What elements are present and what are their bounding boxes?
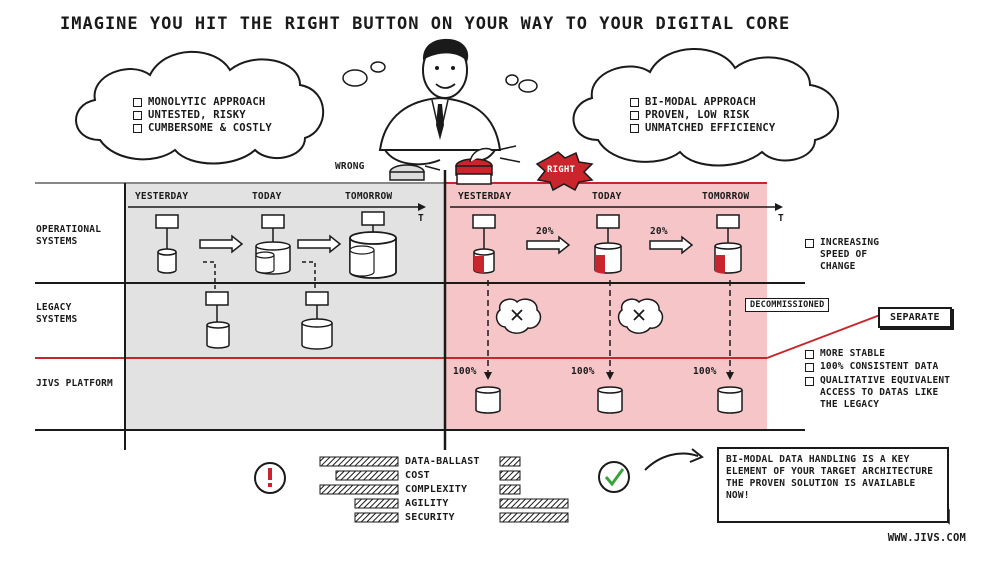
op-tomorrow-left — [349, 211, 397, 279]
bar-wrong — [354, 512, 399, 523]
bar-right — [499, 498, 569, 509]
checkbox-icon — [133, 124, 142, 133]
page-title: IMAGINE YOU HIT THE RIGHT BUTTON ON YOUR… — [60, 14, 791, 34]
decommissioned-blob-1 — [495, 298, 542, 334]
right-cloud-item: PROVEN, LOW RISK — [630, 109, 775, 122]
transfer-label: 100% — [453, 366, 477, 377]
bar-wrong — [335, 470, 399, 481]
summary-box: BI-MODAL DATA HANDLING IS A KEY ELEMENT … — [717, 447, 949, 523]
note-speed: INCREASING SPEED OF CHANGE — [805, 237, 905, 273]
checkbox-icon — [133, 111, 142, 120]
bars-wrong — [319, 456, 399, 523]
note-stable: MORE STABLE — [805, 348, 885, 360]
bar-label: COST — [405, 470, 430, 481]
right-starburst — [535, 151, 594, 192]
bars-right — [499, 456, 569, 523]
bar-wrong — [319, 456, 399, 467]
wrong-button-shape — [389, 164, 425, 181]
op-arrows-left — [199, 234, 342, 254]
red-link — [766, 314, 881, 359]
checkbox-icon — [805, 350, 814, 359]
bar-labels: DATA-BALLAST COST COMPLEXITY AGILITY SEC… — [405, 455, 480, 525]
right-cloud-list: BI-MODAL APPROACH PROVEN, LOW RISK UNMAT… — [630, 96, 775, 135]
wrong-button[interactable]: WRONG — [335, 161, 365, 172]
checkbox-icon — [133, 98, 142, 107]
businessman-figure — [378, 38, 502, 166]
right-cloud — [572, 48, 840, 167]
bar-label: COMPLEXITY — [405, 484, 468, 495]
col-right-tomorrow: TOMORROW — [702, 191, 750, 202]
col-right-today: TODAY — [592, 191, 622, 202]
legacy-left-2 — [301, 261, 333, 350]
bar-right — [499, 512, 569, 523]
checkbox-icon — [630, 98, 639, 107]
bar-label: AGILITY — [405, 498, 449, 509]
col-left-tomorrow: TOMORROW — [345, 191, 393, 202]
jivs-cylinders — [475, 386, 743, 414]
op-yesterday-right — [472, 214, 496, 274]
col-left-today: TODAY — [252, 191, 282, 202]
separate-tag: SEPARATE — [878, 307, 952, 328]
note-access: QUALITATIVE EQUIVALENT ACCESS TO DATAS L… — [805, 375, 955, 411]
bar-label: SECURITY — [405, 512, 455, 523]
checkbox-icon — [805, 239, 814, 248]
op-today-left — [255, 214, 291, 275]
pointer-arrow — [644, 452, 699, 471]
footer-url[interactable]: WWW.JIVS.COM — [887, 532, 966, 544]
bar-wrong — [319, 484, 399, 495]
transfer-label: 100% — [693, 366, 717, 377]
bar-right — [499, 484, 521, 495]
op-arrows-right — [526, 235, 694, 255]
wrong-cloud-list: MONOLYTIC APPROACH UNTESTED, RISKY CUMBE… — [133, 96, 272, 135]
right-button-label[interactable]: RIGHT — [547, 165, 576, 175]
right-cloud-item: UNMATCHED EFFICIENCY — [630, 122, 775, 135]
bar-label: DATA-BALLAST — [405, 456, 480, 467]
op-yesterday-left — [155, 214, 179, 274]
right-cloud-item: BI-MODAL APPROACH — [630, 96, 775, 109]
row-operational: OPERATIONAL SYSTEMS — [36, 224, 102, 247]
transfer-label: 100% — [571, 366, 595, 377]
checkbox-icon — [805, 377, 814, 386]
wrong-cloud-item: CUMBERSOME & COSTLY — [133, 122, 272, 135]
bar-right — [499, 456, 521, 467]
right-button-shape — [424, 145, 521, 185]
wrong-cloud-item: UNTESTED, RISKY — [133, 109, 272, 122]
col-left-yesterday: YESTERDAY — [135, 191, 189, 202]
transfer-arrows — [484, 280, 734, 380]
check-icon — [598, 461, 630, 493]
checkbox-icon — [630, 111, 639, 120]
wrong-cloud-item: MONOLYTIC APPROACH — [133, 96, 272, 109]
decommissioned-tag: DECOMMISSIONED — [745, 298, 830, 312]
decommissioned-blob-2 — [617, 298, 664, 334]
col-right-yesterday: YESTERDAY — [458, 191, 512, 202]
row-legacy: LEGACY SYSTEMS — [36, 302, 78, 325]
checkbox-icon — [630, 124, 639, 133]
op-today-right — [594, 214, 622, 274]
op-tomorrow-right — [714, 214, 742, 274]
row-jivs: JIVS PLATFORM — [36, 378, 113, 389]
growth-label: 20% — [650, 226, 668, 237]
checkbox-icon — [805, 363, 814, 372]
wrong-cloud — [75, 50, 325, 165]
note-consistent: 100% CONSISTENT DATA — [805, 361, 938, 373]
axis-label-right: T — [778, 213, 784, 224]
bar-wrong — [354, 498, 399, 509]
growth-label: 20% — [536, 226, 554, 237]
warning-icon — [254, 462, 286, 494]
legacy-left-1 — [203, 261, 230, 349]
bar-right — [499, 470, 521, 481]
axis-label-left: T — [418, 213, 424, 224]
